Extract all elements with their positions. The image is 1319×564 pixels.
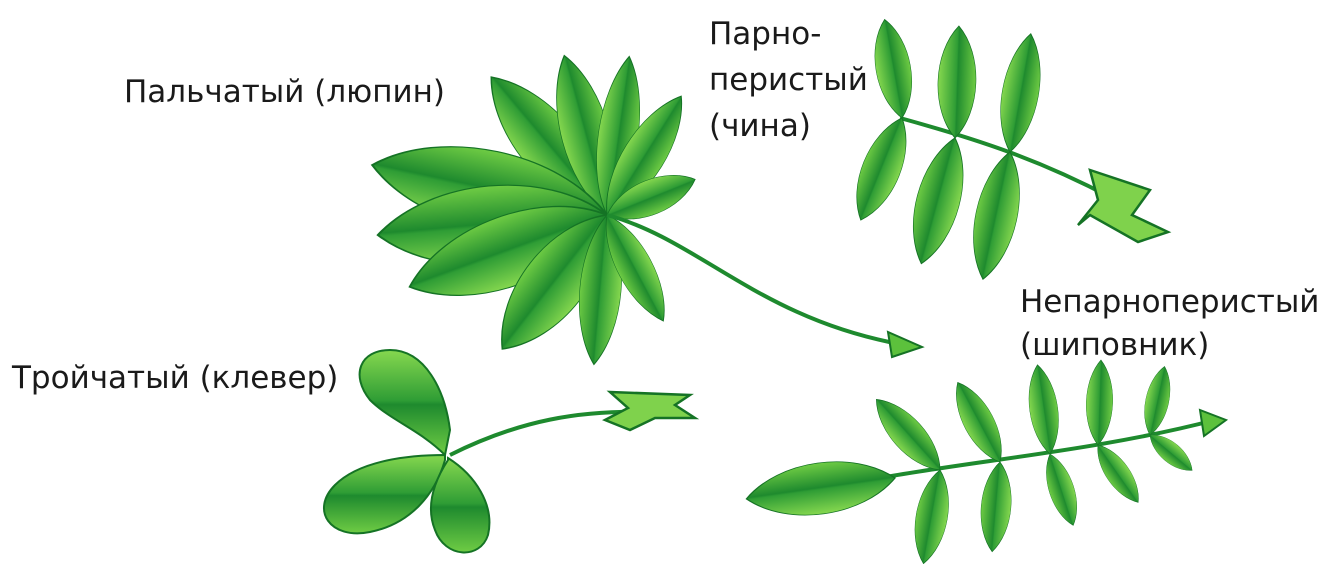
paripinnate-leaf xyxy=(843,17,1168,284)
trifoliate-leaf xyxy=(324,350,695,552)
palmate-leaf xyxy=(364,49,922,368)
imparipinnate-leaf xyxy=(743,360,1226,564)
